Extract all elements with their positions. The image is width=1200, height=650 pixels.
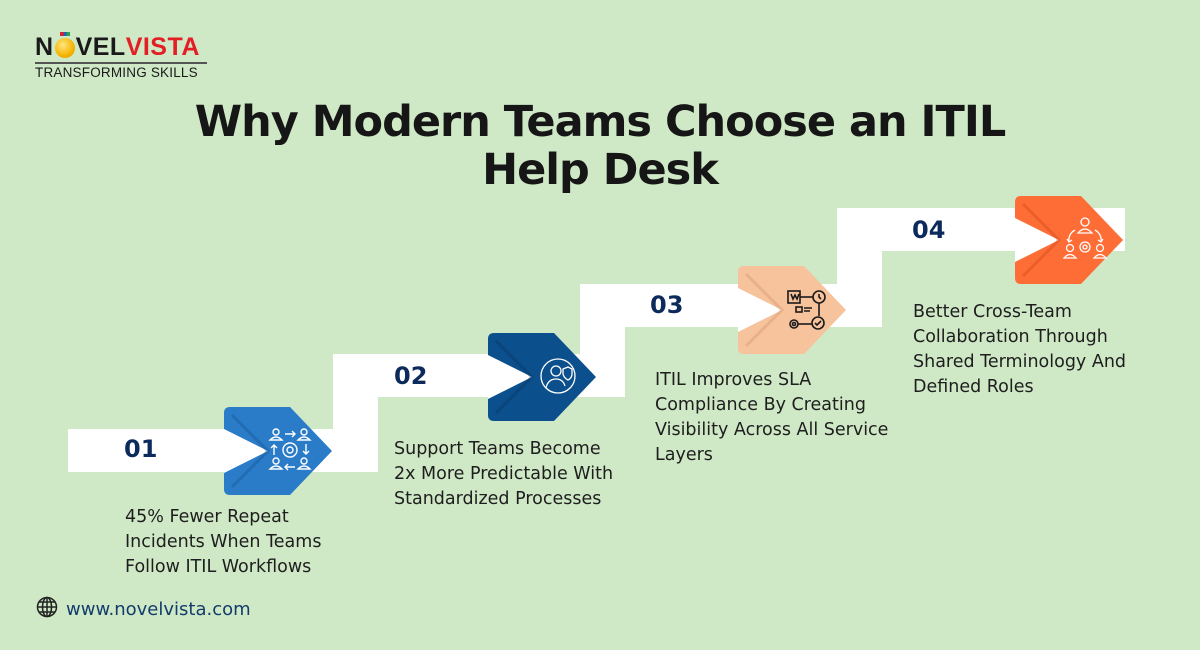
step-3-description: ITIL Improves SLA Compliance By Creating…	[655, 368, 888, 468]
step-4-desc-line: Defined Roles	[913, 377, 1034, 397]
logo-text-vel: VEL	[75, 33, 126, 61]
step-2-desc-line: Standardized Processes	[394, 489, 602, 509]
step-3-desc-line: Compliance By Creating	[655, 395, 866, 415]
step-3-desc-line: Visibility Across All Service	[655, 420, 889, 440]
step-3-number: 03	[650, 291, 684, 319]
step-1-arrow	[224, 407, 332, 495]
step-2-desc-line: 2x More Predictable With	[394, 464, 614, 484]
logo-letter-n: N	[35, 33, 54, 61]
step-4-desc-line: Shared Terminology And	[913, 352, 1127, 372]
step-2-arrow	[488, 333, 596, 421]
step-4-desc-line: Better Cross-Team	[913, 302, 1072, 322]
novelvista-logo: N VEL VISTA TRANSFORMING SKILLS	[35, 32, 210, 80]
title-line-2: Help Desk	[482, 145, 719, 195]
step-3-desc-line: Layers	[655, 445, 713, 465]
step-2-desc-line: Support Teams Become	[394, 439, 601, 459]
step-4-arrow	[1015, 196, 1123, 284]
step-1-desc-line: Incidents When Teams	[125, 532, 322, 552]
step-3-desc-line: ITIL Improves SLA	[655, 370, 812, 390]
step-3-arrow	[738, 266, 846, 354]
step-4-number: 04	[912, 216, 946, 244]
step-1-desc-line: 45% Fewer Repeat	[125, 507, 289, 527]
globe-icon	[36, 596, 58, 622]
support-agent-shield-icon	[536, 353, 580, 399]
footer: www.novelvista.com	[36, 596, 251, 622]
page-title: Why Modern Teams Choose an ITIL Help Des…	[0, 98, 1200, 194]
step-1-description: 45% Fewer Repeat Incidents When Teams Fo…	[125, 505, 321, 580]
workflow-sla-check-icon	[786, 288, 830, 334]
team-collaboration-icon	[1063, 216, 1107, 262]
logo-medal-icon	[54, 32, 75, 58]
step-1-desc-line: Follow ITIL Workflows	[125, 557, 312, 577]
logo-divider	[35, 62, 207, 64]
step-1-number: 01	[124, 435, 158, 463]
team-process-gear-icon	[268, 427, 312, 473]
step-2-number: 02	[394, 362, 428, 390]
step-4-desc-line: Collaboration Through	[913, 327, 1108, 347]
title-line-1: Why Modern Teams Choose an ITIL	[194, 97, 1007, 147]
logo-tagline: TRANSFORMING SKILLS	[35, 65, 198, 80]
website-link[interactable]: www.novelvista.com	[66, 598, 251, 620]
logo-wordmark: N VEL VISTA	[35, 32, 210, 61]
step-2-description: Support Teams Become 2x More Predictable…	[394, 437, 613, 512]
logo-text-vista: VISTA	[125, 33, 200, 61]
step-4-description: Better Cross-Team Collaboration Through …	[913, 300, 1126, 400]
